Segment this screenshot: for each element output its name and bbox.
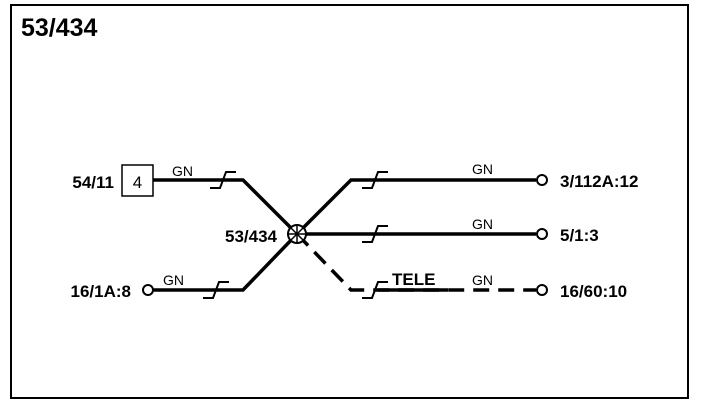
wire-3-112a-12 bbox=[295, 178, 536, 236]
wire-color-label: GN bbox=[472, 216, 493, 232]
connector-label-3-112a-12: 3/112A:12 bbox=[560, 172, 638, 191]
diagram-frame bbox=[10, 4, 689, 399]
wire-54-11 bbox=[153, 178, 299, 236]
wire-16-1a-8 bbox=[153, 232, 299, 292]
connector-label-54-11: 54/11 bbox=[72, 173, 114, 192]
wire-break-symbol bbox=[210, 171, 236, 189]
wire-break-symbol bbox=[362, 281, 388, 299]
connector-label-5-1-3: 5/1:3 bbox=[560, 226, 599, 245]
connector-label-16-60-10: 16/60:10 bbox=[560, 282, 627, 301]
wire-break-symbol bbox=[362, 171, 388, 189]
pin-number: 4 bbox=[133, 173, 142, 192]
pin-box bbox=[121, 164, 154, 197]
connector-terminal bbox=[536, 174, 548, 186]
splice-point-icon bbox=[287, 224, 307, 244]
wire-16-60-10-optional bbox=[295, 232, 536, 292]
wire-color-label: GN bbox=[472, 272, 493, 288]
wire-color-label: GN bbox=[472, 161, 493, 177]
connector-terminal bbox=[536, 284, 548, 296]
wire-color-label: GN bbox=[163, 272, 184, 288]
connector-label-16-1a-8: 16/1A:8 bbox=[71, 282, 131, 301]
splice-label: 53/434 bbox=[225, 227, 278, 246]
wire-break-symbol bbox=[362, 225, 388, 243]
diagram-title: 53/434 bbox=[21, 14, 98, 42]
connector-terminal bbox=[536, 228, 548, 240]
connector-terminal bbox=[142, 284, 154, 296]
option-label-tele: TELE bbox=[392, 270, 435, 289]
wire-color-label: GN bbox=[172, 163, 193, 179]
wire-break-symbol bbox=[203, 281, 229, 299]
